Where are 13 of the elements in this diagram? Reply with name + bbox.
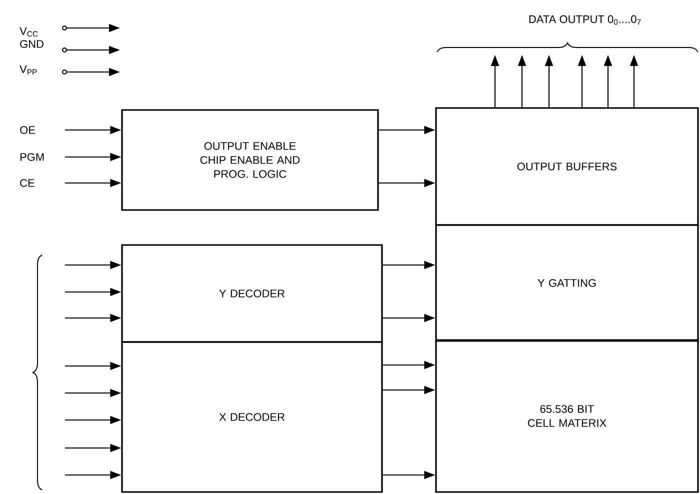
block-box: OUTPUT BUFFERS [435,107,699,226]
block-box: Y DECODER [121,244,383,343]
block-box: OUTPUT ENABLE CHIP ENABLE AND PROG. LOGIC [121,109,379,211]
pin-label: CE [20,179,34,187]
block-box: 65.536 BIT CELL MATERIX [435,339,699,493]
block-box: X DECODER [121,341,383,493]
pin-label: V$_{CC}$ [20,27,38,37]
pin-label: PGM [20,153,44,161]
pin-label: GND [20,40,44,48]
block-box: Y GATTING [435,224,699,342]
pin-label: DATA OUTPUT 0$_{0}$....0$_{7}$ [529,15,641,25]
pin-label: V$_{PP}$ [20,65,37,75]
pin-label: OE [20,126,35,134]
